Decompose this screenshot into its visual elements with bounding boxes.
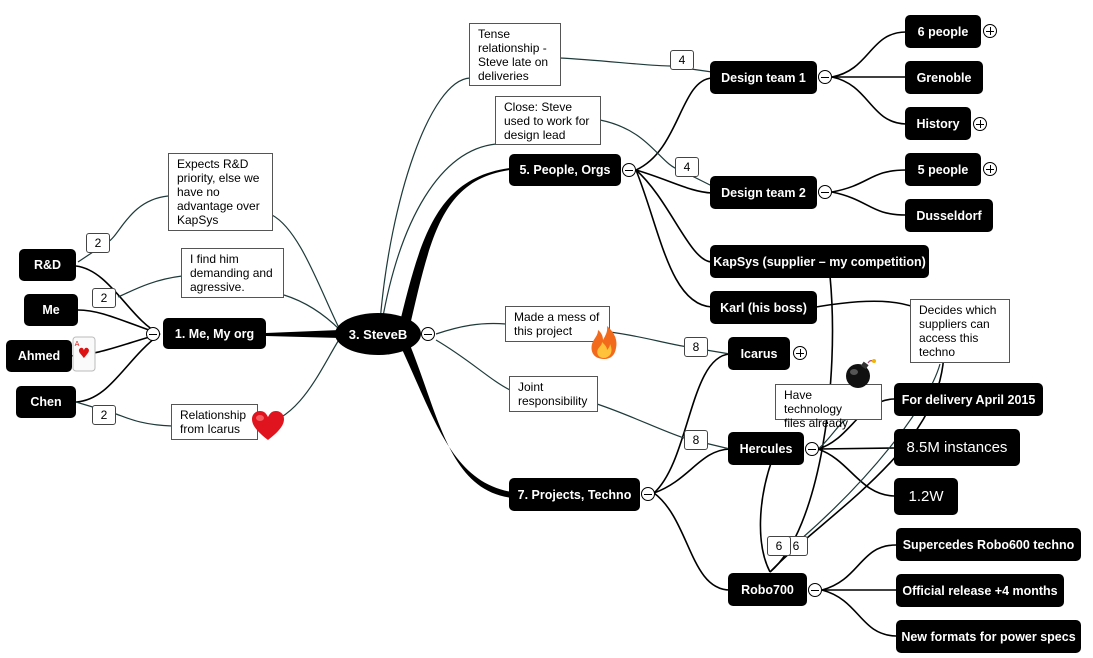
node-rd[interactable]: R&D: [19, 249, 76, 281]
expand-toggle-history[interactable]: [973, 117, 987, 131]
node-supercedes-robo600[interactable]: Supercedes Robo600 techno: [896, 528, 1081, 561]
line-proj-icarus: [653, 353, 731, 494]
node-1-2w[interactable]: 1.2W: [894, 478, 958, 515]
node-karl[interactable]: Karl (his boss): [710, 291, 817, 324]
node-projects-techno[interactable]: 7. Projects, Techno: [509, 478, 640, 511]
line-meorg-rd: [75, 265, 161, 335]
note-demanding[interactable]: I find him demanding and agressive.: [181, 248, 284, 298]
line-people-dt1: [635, 77, 713, 171]
node-dusseldorf[interactable]: Dusseldorf: [905, 199, 993, 232]
line-herc-power: [817, 448, 895, 497]
line-herc-robo: [759, 459, 773, 573]
expand-toggle-icarus[interactable]: [793, 346, 807, 360]
expand-toggle-5-people[interactable]: [983, 162, 997, 176]
node-grenoble[interactable]: Grenoble: [905, 61, 983, 94]
node-people-orgs[interactable]: 5. People, Orgs: [509, 154, 621, 186]
collapse-toggle-hercules[interactable]: [805, 442, 819, 456]
branch-root-meorg: [266, 330, 340, 338]
node-official-release[interactable]: Official release +4 months: [896, 574, 1064, 607]
line-people-kapsys: [635, 169, 713, 263]
node-robo700[interactable]: Robo700: [728, 573, 807, 606]
line-herc-instances: [817, 447, 895, 450]
card-icon: ♥ A: [72, 336, 96, 372]
collapse-toggle-design-team-1[interactable]: [818, 70, 832, 84]
node-chen[interactable]: Chen: [16, 386, 76, 418]
note-relationship-icarus[interactable]: Relationship from Icarus: [171, 404, 258, 440]
collapse-toggle-steveb[interactable]: [421, 327, 435, 341]
node-design-team-1[interactable]: Design team 1: [710, 61, 817, 94]
badge-files: 6: [767, 536, 791, 556]
node-history[interactable]: History: [905, 107, 971, 140]
badge-joint: 8: [684, 430, 708, 450]
line-dt1-history: [831, 76, 907, 125]
node-me[interactable]: Me: [24, 294, 78, 326]
collapse-toggle-robo700[interactable]: [808, 583, 822, 597]
node-new-formats[interactable]: New formats for power specs: [896, 620, 1081, 653]
collapse-toggle-design-team-2[interactable]: [818, 185, 832, 199]
fire-icon: [589, 324, 619, 360]
collapse-toggle-me-org[interactable]: [146, 327, 160, 341]
line-dt1-6people: [831, 31, 907, 78]
heart-icon: [251, 410, 285, 442]
note-expects-rd[interactable]: Expects R&D priority, else we have no ad…: [168, 153, 273, 231]
line-dt2-dusseldorf: [831, 191, 907, 216]
node-8-5m-instances[interactable]: 8.5M instances: [894, 429, 1020, 466]
line-robo-formats: [821, 589, 897, 637]
badge-close: 4: [675, 157, 699, 177]
line-demanding: [117, 275, 341, 331]
line-herc-delivery: [817, 398, 895, 450]
badge-mess: 8: [684, 337, 708, 357]
node-me-my-org[interactable]: 1. Me, My org: [163, 318, 266, 349]
line-karl-robo: [769, 300, 945, 573]
badge-demanding: 2: [92, 288, 116, 308]
note-joint-responsibility[interactable]: Joint responsibility: [509, 376, 598, 412]
expand-toggle-6-people[interactable]: [983, 24, 997, 38]
node-delivery-april-2015[interactable]: For delivery April 2015: [894, 383, 1043, 416]
badge-expects: 2: [86, 233, 110, 253]
line-joint: [435, 339, 731, 450]
line-tense: [379, 57, 713, 323]
badge-tense: 4: [670, 50, 694, 70]
line-dt2-5people: [831, 169, 907, 193]
root-node-steveb[interactable]: 3. SteveB: [335, 313, 421, 355]
note-decides-suppliers[interactable]: Decides which suppliers can access this …: [910, 299, 1010, 363]
note-technology-files[interactable]: Have technology files already: [775, 384, 882, 430]
line-meorg-chen: [75, 333, 161, 403]
line-people-karl: [635, 169, 713, 308]
node-icarus[interactable]: Icarus: [728, 337, 790, 370]
branch-root-projects: [400, 345, 512, 498]
bomb-icon: [843, 358, 877, 390]
node-6-people[interactable]: 6 people: [905, 15, 981, 48]
collapse-toggle-projects[interactable]: [641, 487, 655, 501]
line-proj-robo: [653, 492, 731, 591]
node-kapsys[interactable]: KapSys (supplier – my competition): [710, 245, 929, 278]
badge-relationship: 2: [92, 405, 116, 425]
svg-text:♥: ♥: [78, 346, 91, 362]
node-design-team-2[interactable]: Design team 2: [710, 176, 817, 209]
svg-text:A: A: [75, 340, 80, 348]
line-mess: [435, 322, 731, 355]
line-people-dt2: [635, 169, 713, 194]
node-5-people[interactable]: 5 people: [905, 153, 981, 186]
node-hercules[interactable]: Hercules: [728, 432, 804, 465]
line-robo-supercedes: [821, 544, 897, 591]
note-close-steve[interactable]: Close: Steve used to work for design lea…: [495, 96, 601, 145]
note-tense-relationship[interactable]: Tense relationship - Steve late on deliv…: [469, 23, 561, 86]
note-made-a-mess[interactable]: Made a mess of this project: [505, 306, 610, 342]
node-ahmed[interactable]: Ahmed: [6, 340, 72, 372]
line-close: [381, 119, 713, 323]
branch-root-people: [398, 168, 510, 334]
line-proj-hercules: [653, 448, 731, 494]
collapse-toggle-people-orgs[interactable]: [622, 163, 636, 177]
